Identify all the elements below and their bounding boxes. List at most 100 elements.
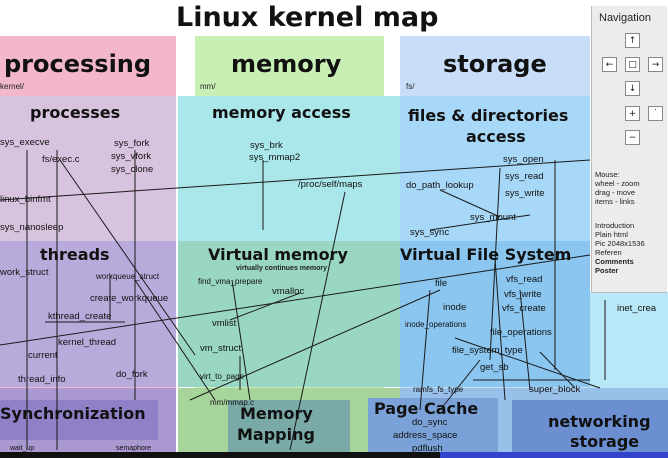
map-item-vfs-read[interactable]: vfs_read [506,274,543,285]
map-item-inode-operations[interactable]: inode_operations [405,320,467,329]
bottom-status-bar [0,452,668,458]
map-item-proc-self-maps[interactable]: /proc/self/maps [298,179,363,190]
map-item-super-block[interactable]: super_block [529,384,581,395]
map-item-sys-execve[interactable]: sys_execve [0,137,50,148]
mouse-drag-hint: drag - move [595,188,636,197]
storage-path: fs/ [406,82,415,91]
memory-access-row-bg [178,96,400,241]
map-item-address-space[interactable]: address_space [393,430,458,441]
map-item-inet-create[interactable]: inet_crea [617,303,657,314]
map-item-sys-open[interactable]: sys_open [503,154,544,165]
link-plain-html[interactable]: Plain html [595,230,628,239]
map-item-vm-struct[interactable]: vm_struct [200,343,242,354]
memory-mapping-box [228,400,350,456]
processing-column-header[interactable]: processing [4,50,152,78]
map-item-sys-sync[interactable]: sys_sync [410,227,450,238]
map-item-work-struct[interactable]: work_struct [0,267,49,278]
map-item-inode[interactable]: inode [443,302,467,313]
processes-row-bg [0,96,176,241]
map-item-sys-read[interactable]: sys_read [505,171,544,182]
map-item-vmlist[interactable]: vmlist [212,318,237,329]
map-item-ramfs-fs-type[interactable]: ramfs_fs_type [413,385,464,394]
link-introduction[interactable]: Introduction [595,221,635,230]
pan-right-button[interactable]: → [648,57,663,72]
bottom-status-bar-highlight [440,452,668,458]
link-comments[interactable]: Comments [595,257,634,266]
networking-storage-box [512,400,668,456]
link-pic[interactable]: Pic 2048x1536 [595,239,645,248]
pan-up-button[interactable]: ↑ [625,33,640,48]
navigation-panel: Navigation ↑ ← □ → ↓ + ˙ − Mouse: wheel … [591,6,667,293]
map-item-pdflush[interactable]: pdflush [412,443,443,454]
zoom-extra-button[interactable]: ˙ [648,106,663,121]
map-item-sys-vfork[interactable]: sys_vfork [111,151,152,162]
map-item-do-sync[interactable]: do_sync [412,417,448,428]
map-item-vfs-write[interactable]: vfs_write [504,289,542,300]
memory-mapping-header-line2[interactable]: Mapping [237,425,315,444]
map-item-kthread-create[interactable]: kthread_create [48,311,112,322]
virtual-file-system-header[interactable]: Virtual File System [400,245,572,264]
map-item-semaphore[interactable]: semaphore [116,445,152,452]
map-item-sys-fork[interactable]: sys_fork [114,138,150,149]
map-item-create-workqueue[interactable]: create_workqueue [90,293,169,304]
map-item-fs-exec-c[interactable]: fs/exec.c [42,154,80,165]
threads-header[interactable]: threads [40,245,110,264]
pan-left-button[interactable]: ← [602,57,617,72]
mouse-wheel-hint: wheel - zoom [595,179,640,188]
link-poster[interactable]: Poster [595,266,619,275]
processes-header[interactable]: processes [30,103,121,122]
map-item-sys-mount[interactable]: sys_mount [470,212,516,223]
networking-column-bg [590,292,668,388]
map-item-mm-mmap-c[interactable]: mm/mmap.c [210,398,254,407]
virtual-memory-header[interactable]: Virtual memory [208,245,348,264]
networking-storage-header[interactable]: networking [548,412,651,431]
map-item-linux-binfmt[interactable]: linux_binfmt [0,194,51,205]
zoom-in-button[interactable]: + [625,106,640,121]
virtual-memory-subtitle: virtually continues memory [236,265,328,272]
center-button[interactable]: □ [625,57,640,72]
map-item-do-path-lookup[interactable]: do_path_lookup [406,180,474,191]
pan-down-button[interactable]: ↓ [625,81,640,96]
map-item-get-sb[interactable]: get_sb [480,362,509,373]
page-cache-header[interactable]: Page Cache [374,399,479,418]
navigation-title: Navigation [599,12,651,24]
map-item-vfs-create[interactable]: vfs_create [502,303,546,314]
mouse-heading: Mouse: [595,170,620,179]
map-item-current[interactable]: current [28,350,58,361]
networking-storage-header-line2[interactable]: storage [570,432,640,451]
memory-mapping-header[interactable]: Memory [240,404,313,423]
map-item-wait-up[interactable]: wait_up [10,445,35,452]
map-item-file-operations[interactable]: file_operations [490,327,552,338]
map-item-sys-write[interactable]: sys_write [505,188,545,199]
page-cache-box [368,398,498,456]
files-directories-header[interactable]: files & directories [408,106,569,125]
map-item-sys-clone[interactable]: sys_clone [111,164,154,175]
map-item-find-vma-prepare[interactable]: find_vma_prepare [198,277,263,286]
synchronization-header[interactable]: Synchronization [0,404,146,423]
virtual-memory-row-bg [178,241,400,387]
map-item-do-fork[interactable]: do_fork [116,369,148,380]
map-item-kernel-thread[interactable]: kernel_thread [58,337,117,348]
map-item-workqueue-struct[interactable]: workqueue_struct [96,272,160,281]
storage-column-header[interactable]: storage [443,50,547,78]
memory-column-header[interactable]: memory [231,50,342,78]
map-item-sys-brk[interactable]: sys_brk [250,140,283,151]
memory-access-header[interactable]: memory access [212,103,351,122]
memory-path: mm/ [200,82,216,91]
map-item-file[interactable]: file [435,278,448,289]
map-item-thread-info[interactable]: thread_info [18,374,66,385]
map-item-virt-to-page[interactable]: virt_to_page [200,372,245,381]
mouse-items-hint: items - links [595,197,635,206]
threads-row-bg [0,241,176,387]
map-item-sys-mmap2[interactable]: sys_mmap2 [249,152,301,163]
map-item-sys-nanosleep[interactable]: sys_nanosleep [0,222,64,233]
zoom-out-button[interactable]: − [625,130,640,145]
map-title: Linux kernel map [176,2,439,33]
map-item-vmalloc[interactable]: vmalloc [272,286,305,297]
files-directories-header-line2[interactable]: access [466,127,526,146]
map-item-file-system-type[interactable]: file_system_type [452,345,523,356]
synchronization-box [0,400,158,440]
link-referen[interactable]: Referen [595,248,622,257]
